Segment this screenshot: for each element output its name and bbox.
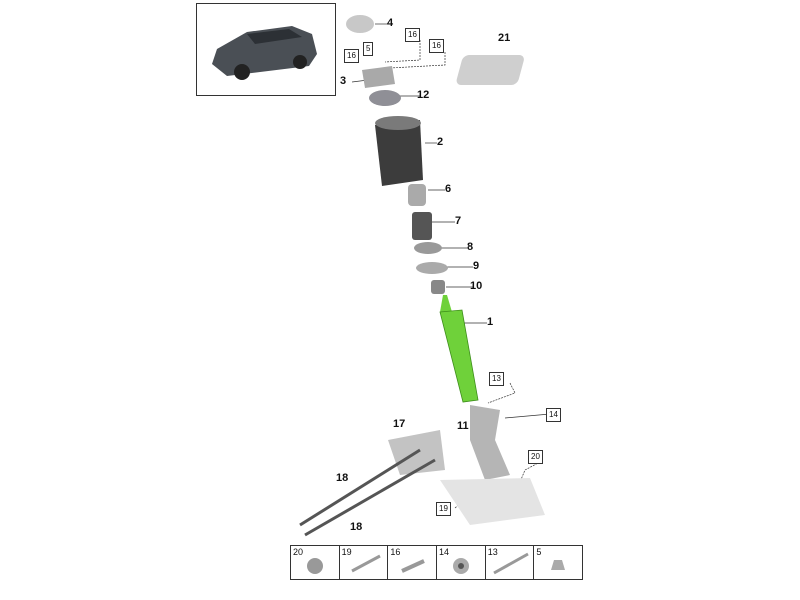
- fastener-number: 5: [536, 547, 542, 557]
- fastener-number: 16: [390, 547, 401, 557]
- part-12-bearing: [369, 90, 401, 106]
- box-label-13: 13: [489, 372, 504, 386]
- label-1: 1: [487, 316, 494, 328]
- label-18-b: 18: [350, 521, 363, 533]
- label-7: 7: [455, 215, 462, 227]
- box-label-20: 20: [528, 450, 543, 464]
- car-image: [212, 26, 317, 80]
- box-label-5: 5: [363, 42, 374, 56]
- label-12: 12: [417, 89, 430, 101]
- box-label-16: 16: [429, 39, 444, 53]
- part-7: [412, 212, 432, 240]
- part-6: [408, 184, 426, 206]
- part-18-rod: [304, 458, 436, 537]
- part-11-knuckle: [470, 405, 510, 480]
- fastener-number: 20: [293, 547, 304, 557]
- part-8: [414, 242, 442, 254]
- part-4-cap: [346, 15, 374, 33]
- part-1-shock-absorber: [440, 295, 452, 312]
- box-label-14: 14: [546, 408, 561, 422]
- part-10: [431, 280, 445, 294]
- label-8: 8: [467, 241, 474, 253]
- part-9: [416, 262, 448, 274]
- label-3: 3: [340, 75, 347, 87]
- label-10: 10: [470, 280, 483, 292]
- fastener-16[interactable]: 16: [388, 546, 438, 579]
- box-label-16: 16: [344, 49, 359, 63]
- part-2-air-spring: [375, 120, 423, 186]
- part-21-module: [456, 55, 524, 85]
- box-label-19: 19: [436, 502, 451, 516]
- fastener-number: 14: [439, 547, 450, 557]
- label-21: 21: [498, 32, 511, 44]
- label-9: 9: [473, 260, 480, 272]
- fastener-19[interactable]: 19: [340, 546, 389, 579]
- box-label-16: 16: [405, 28, 420, 42]
- label-2: 2: [437, 136, 444, 148]
- label-18: 18: [336, 472, 349, 484]
- label-4: 4: [387, 17, 394, 29]
- label-6: 6: [445, 183, 452, 195]
- vehicle-thumbnail: [196, 3, 336, 96]
- label-11: 11: [457, 420, 469, 432]
- label-17: 17: [393, 418, 406, 430]
- fastener-number: 19: [341, 547, 352, 557]
- fastener-20[interactable]: 20: [291, 546, 340, 579]
- fastener-13[interactable]: 13: [486, 546, 535, 579]
- fastener-number: 13: [487, 547, 498, 557]
- part-20-lower-arm: [440, 478, 545, 525]
- fastener-14[interactable]: 14: [437, 546, 486, 579]
- fastener-5[interactable]: 5: [534, 546, 582, 579]
- part-18-rod: [299, 448, 421, 527]
- fastener-strip: 20 19 16 14 13 5: [290, 545, 583, 580]
- part-3-mount: [362, 66, 395, 88]
